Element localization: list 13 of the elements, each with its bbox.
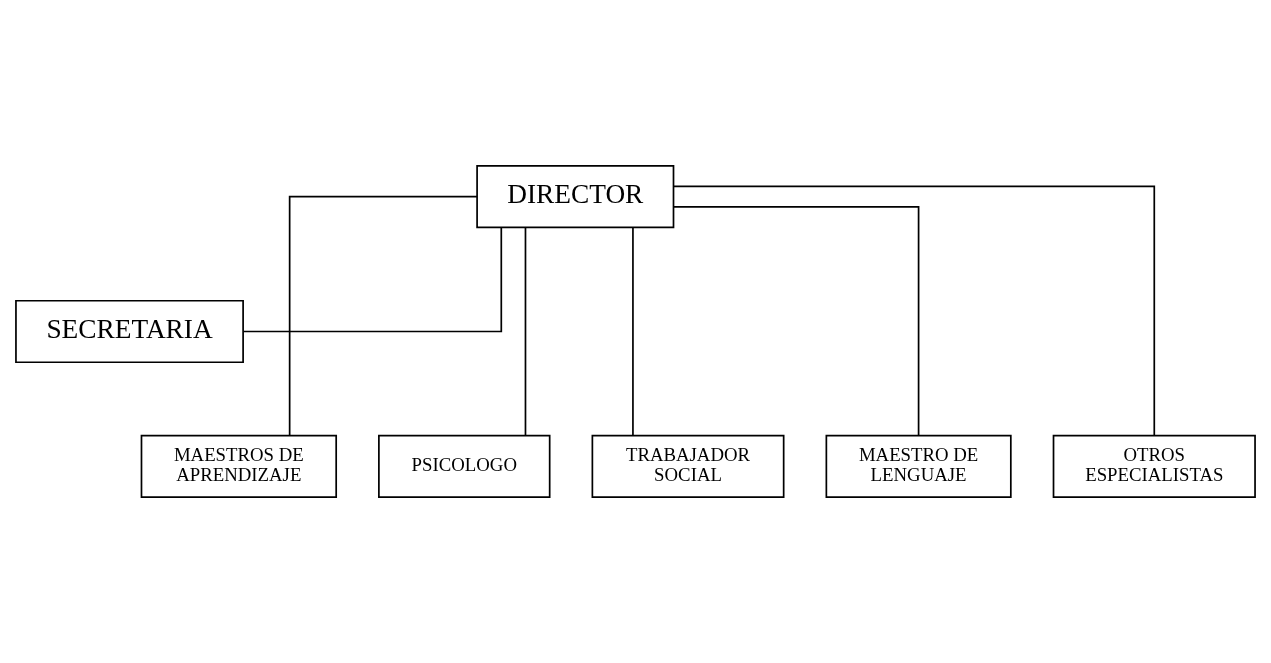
node-box: TRABAJADOR SOCIAL	[591, 434, 785, 499]
connector	[524, 226, 527, 436]
connector	[242, 227, 503, 333]
node-box: DIRECTOR	[476, 164, 675, 229]
node-box: MAESTROS DE APRENDIZAJE	[140, 434, 338, 499]
node-box: PSICOLOGO	[378, 434, 551, 499]
connector	[632, 226, 634, 436]
node-box: SECRETARIA	[15, 299, 244, 364]
node-box: MAESTRO DE LENGUAJE	[825, 434, 1012, 499]
connector	[672, 205, 920, 437]
node-box: OTROS ESPECIALISTAS	[1052, 434, 1256, 499]
connector	[288, 195, 478, 437]
connector	[672, 185, 1156, 437]
